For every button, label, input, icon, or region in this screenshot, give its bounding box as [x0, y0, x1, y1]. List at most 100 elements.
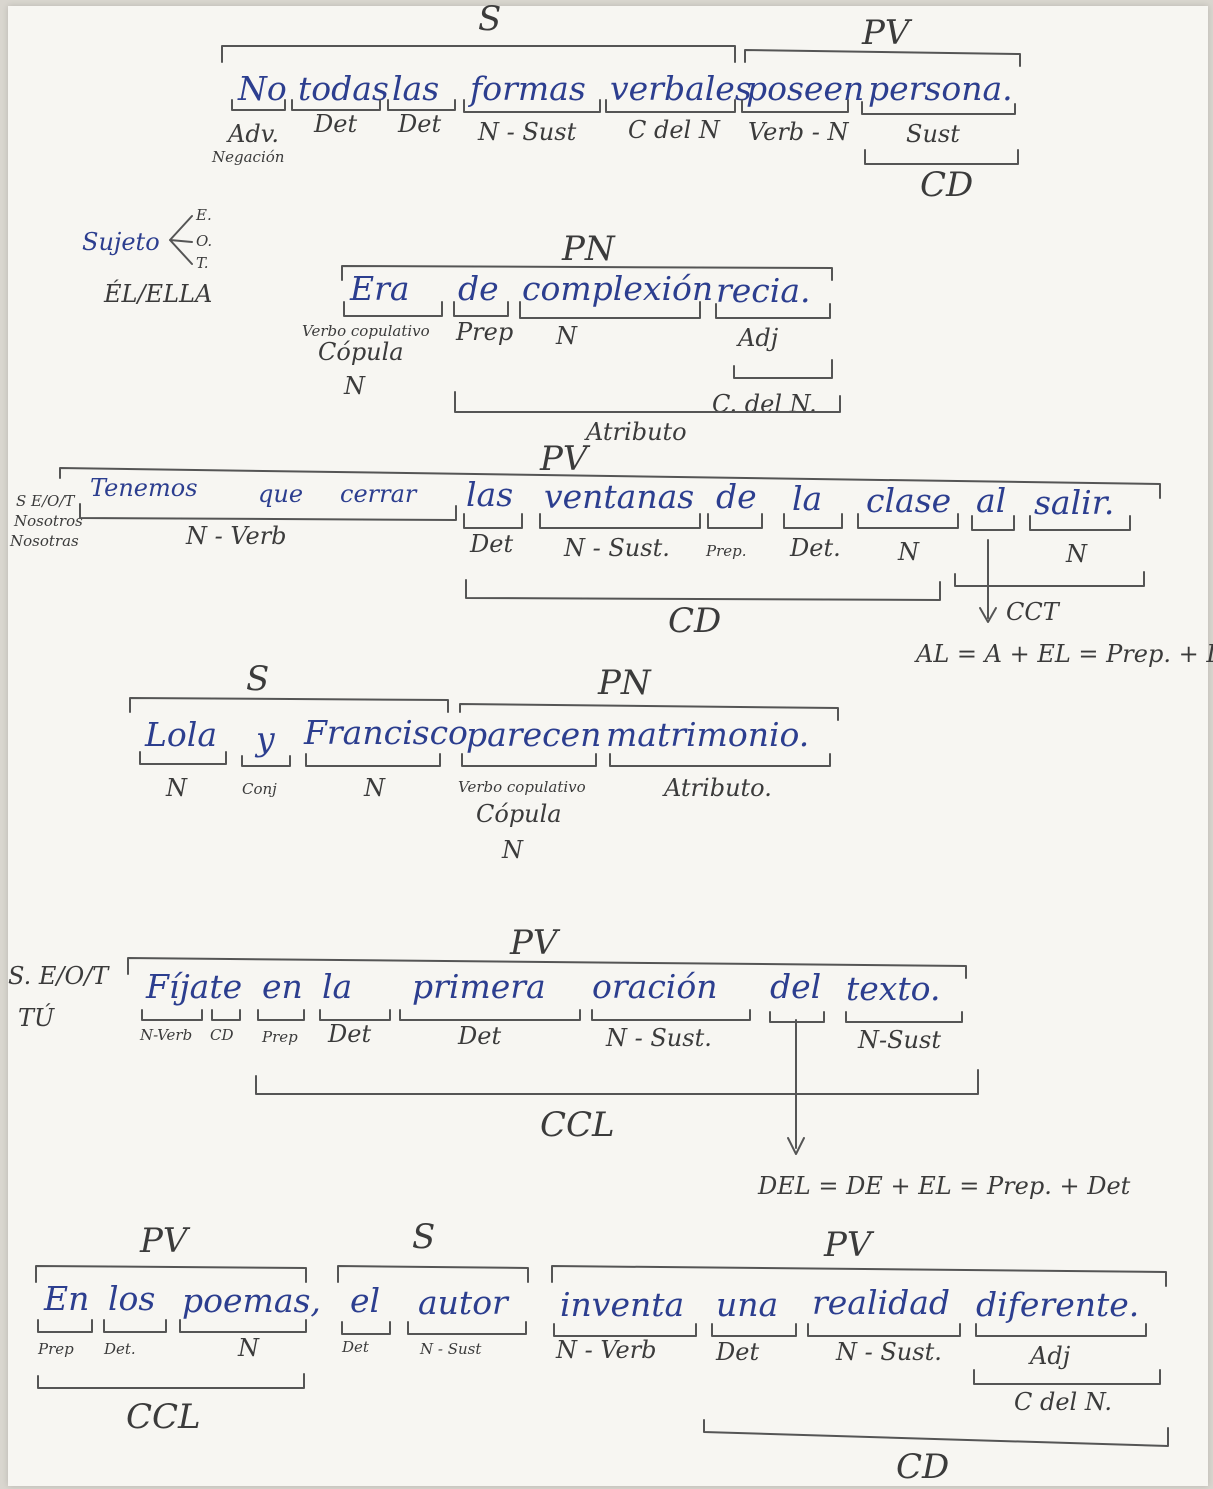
bracket: [459, 703, 839, 721]
bracket: [807, 1323, 961, 1337]
bracket: [609, 753, 831, 767]
word: Francisco: [303, 713, 468, 752]
side-note: Nosotros: [13, 512, 83, 530]
tag: Det: [341, 1338, 370, 1356]
bracket: [861, 101, 1016, 115]
bracket: [399, 1009, 581, 1021]
word: formas: [467, 69, 586, 108]
tag: C. del N.: [712, 390, 817, 418]
side-note: S E/O/T: [16, 492, 75, 510]
label: S: [478, 0, 501, 39]
label: S: [412, 1217, 435, 1257]
bracket: [519, 301, 701, 319]
sentence-2: Sujeto E. O. T. ÉL/ELLA PN Era de comple…: [82, 206, 841, 446]
bracket: [707, 513, 763, 529]
label: PV: [861, 13, 913, 53]
word: salir.: [1034, 483, 1114, 522]
tag: Det: [313, 110, 357, 138]
tag: N - Sust: [477, 118, 577, 146]
tag: Det: [715, 1338, 759, 1366]
sentence-4: S PN Lola y Francisco parecen matrimonio…: [129, 659, 839, 864]
note: AL = A + EL = Prep. + Det.: [914, 640, 1213, 668]
word: de: [716, 477, 757, 516]
side-note: ÉL/ELLA: [103, 279, 212, 308]
tag: Adj: [1028, 1342, 1071, 1370]
word: la: [792, 479, 822, 518]
word: poemas,: [182, 1281, 321, 1320]
bracket: [241, 755, 291, 767]
sentence-1: S PV No todas las formas verbales poseen…: [211, 0, 1021, 205]
side-note: E.: [195, 206, 212, 224]
bracket: [337, 1265, 529, 1283]
tag: N - Sust.: [563, 534, 670, 562]
label: CCL: [540, 1105, 615, 1145]
bracket: [79, 503, 457, 521]
word: todas: [298, 69, 389, 108]
tag: N-Sust: [857, 1026, 941, 1054]
tag: N: [555, 322, 578, 350]
word: persona.: [868, 69, 1013, 108]
bracket: [129, 697, 449, 713]
tag: N - Sust.: [835, 1338, 942, 1366]
word: cerrar: [340, 480, 418, 508]
word: recia.: [716, 271, 811, 310]
label: PV: [139, 1221, 191, 1261]
word: inventa: [560, 1285, 684, 1324]
word: parecen: [466, 715, 601, 754]
bracket: [461, 753, 597, 767]
bracket: [591, 1009, 751, 1021]
tag: Det.: [789, 534, 841, 562]
bracket: [744, 49, 1021, 67]
tag: C del N.: [1014, 1388, 1112, 1416]
word: la: [322, 967, 352, 1006]
bracket: [291, 99, 381, 111]
word: y: [254, 719, 275, 758]
label: PV: [509, 923, 561, 963]
bracket: [783, 513, 843, 529]
word: Tenemos: [90, 474, 198, 502]
bracket: [453, 301, 509, 317]
bracket: [341, 1321, 391, 1335]
label: CCT: [1006, 598, 1061, 626]
bracket: [463, 513, 523, 529]
tag: N - Sust: [419, 1340, 482, 1358]
tag: Adv.: [226, 120, 279, 148]
word: oración: [592, 967, 717, 1006]
bracket: [37, 1319, 93, 1333]
bracket: [454, 391, 841, 413]
tag: N: [1065, 540, 1088, 568]
bracket: [971, 515, 1015, 531]
word: verbales: [610, 69, 752, 108]
word: Era: [349, 269, 410, 308]
word: Lola: [144, 715, 217, 754]
tag: N - Verb: [185, 522, 287, 550]
word: de: [458, 269, 499, 308]
word: En: [43, 1279, 89, 1318]
tag: Sust: [906, 120, 960, 148]
word: en: [262, 967, 303, 1006]
word: ventanas: [544, 477, 694, 516]
bracket: [539, 513, 701, 529]
label: CD: [896, 1447, 949, 1487]
tag: Atributo.: [662, 774, 772, 802]
side-note: Nosotras: [9, 532, 79, 550]
bracket: [35, 1265, 307, 1283]
side-note: O.: [196, 232, 212, 250]
tag: N: [363, 774, 386, 802]
tag: Prep: [261, 1028, 298, 1046]
word: complexión: [522, 269, 713, 308]
tag: N - Sust.: [605, 1024, 712, 1052]
tag: N: [237, 1334, 260, 1362]
bracket: [127, 957, 967, 979]
bracket: [59, 467, 1161, 499]
word: una: [716, 1285, 778, 1324]
tag: Verbo copulativo: [302, 322, 430, 340]
tag: N: [501, 836, 524, 864]
arrow: [787, 1019, 805, 1155]
bracket: [551, 1265, 1167, 1287]
label: CD: [920, 165, 973, 205]
tag: Prep.: [705, 542, 747, 560]
word: los: [108, 1279, 155, 1318]
tag: Adj: [736, 324, 779, 352]
bracket: [465, 579, 941, 601]
